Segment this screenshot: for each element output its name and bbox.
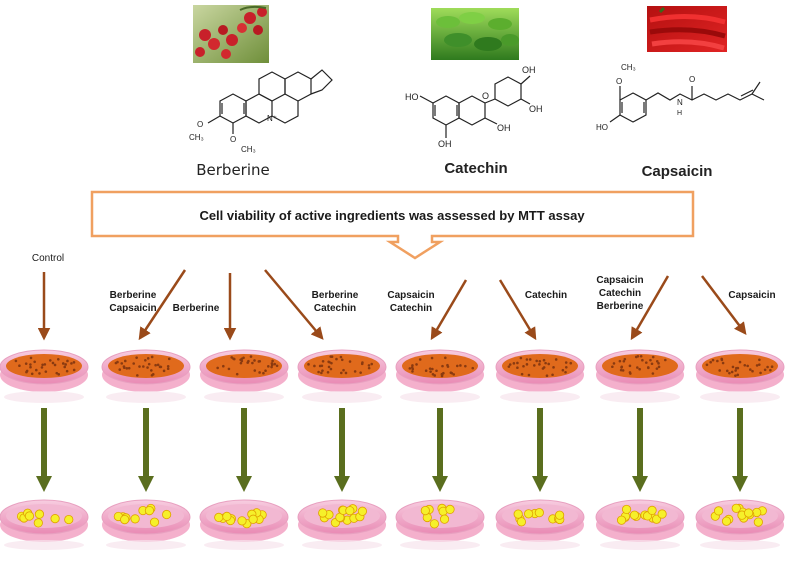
berberine-o1: O bbox=[197, 120, 203, 129]
dish-after-mtt bbox=[395, 499, 485, 550]
dish-before-mtt bbox=[495, 349, 585, 403]
treatment-arrow-capsaicin-catechin-berberine bbox=[630, 275, 670, 341]
dish-after-mtt bbox=[595, 499, 685, 550]
dish-after-mtt bbox=[0, 499, 89, 550]
catechin-structure bbox=[419, 75, 531, 138]
catechin-oh-top1: OH bbox=[522, 65, 536, 75]
dish-after-mtt bbox=[297, 499, 387, 550]
compound-name-berberine: Berberine bbox=[196, 161, 270, 179]
catechin-oh-ring: OH bbox=[497, 123, 511, 133]
dish-before-mtt bbox=[199, 349, 289, 403]
catechin-ring-o: O bbox=[482, 91, 489, 101]
capsaicin-n: N bbox=[677, 98, 683, 107]
catechin-oh-bottom: OH bbox=[438, 139, 452, 149]
group-label-catechin: Catechin bbox=[525, 290, 567, 301]
process-arrow bbox=[236, 408, 252, 492]
dish-before-mtt bbox=[0, 349, 89, 403]
dish-after-mtt bbox=[495, 499, 585, 550]
capsaicin-carbonyl-o: O bbox=[689, 75, 695, 84]
dish-before-mtt bbox=[595, 349, 685, 403]
treatment-arrow-berberine-capsaicin bbox=[138, 269, 187, 341]
process-arrow bbox=[632, 408, 648, 492]
capsaicin-ho: HO bbox=[596, 123, 608, 132]
berberine-structure bbox=[207, 69, 333, 134]
group-label-berberine: Berberine bbox=[173, 303, 220, 314]
dish-after-mtt bbox=[199, 499, 289, 550]
process-arrow bbox=[138, 408, 154, 492]
compound-name-capsaicin: Capsaicin bbox=[642, 163, 713, 180]
assay-description: Cell viability of active ingredients was… bbox=[199, 208, 585, 223]
berberine-ch3-1: CH₃ bbox=[189, 133, 204, 142]
compound-name-catechin: Catechin bbox=[444, 160, 507, 177]
dish-after-mtt bbox=[101, 499, 191, 550]
dish-before-mtt bbox=[297, 349, 387, 403]
process-arrow bbox=[532, 408, 548, 492]
process-arrow bbox=[432, 408, 448, 492]
capsaicin-structure bbox=[609, 81, 765, 123]
capsaicin-photo bbox=[647, 6, 727, 52]
berberine-n: N⁺ bbox=[267, 114, 277, 123]
capsaicin-ch3: CH₃ bbox=[621, 63, 636, 72]
capsaicin-o-methoxy: O bbox=[616, 77, 622, 86]
berberine-photo bbox=[193, 5, 269, 63]
process-arrow bbox=[36, 408, 52, 492]
group-label-capsaicin: Capsaicin bbox=[728, 290, 775, 301]
dish-after-mtt bbox=[695, 499, 785, 550]
treatment-arrow-berberine-catechin bbox=[264, 269, 324, 340]
treatment-arrow-catechin bbox=[498, 279, 537, 341]
dish-before-mtt bbox=[395, 349, 485, 403]
process-arrow bbox=[334, 408, 350, 492]
petri-dishes bbox=[0, 349, 785, 550]
capsaicin-h: H bbox=[677, 110, 682, 117]
process-arrow bbox=[732, 408, 748, 492]
treatment-arrow-capsaicin bbox=[701, 275, 747, 335]
berberine-o2: O bbox=[230, 135, 236, 144]
catechin-ho-left: HO bbox=[405, 92, 419, 102]
catechin-photo bbox=[431, 8, 519, 60]
group-label-control: Control bbox=[32, 253, 64, 264]
catechin-oh-top2: OH bbox=[529, 104, 543, 114]
dish-before-mtt bbox=[101, 349, 191, 403]
assay-callout-box bbox=[90, 190, 695, 260]
dish-before-mtt bbox=[695, 349, 785, 403]
treatment-arrow-capsaicin-catechin bbox=[430, 279, 468, 341]
berberine-ch3-2: CH₃ bbox=[241, 145, 256, 154]
